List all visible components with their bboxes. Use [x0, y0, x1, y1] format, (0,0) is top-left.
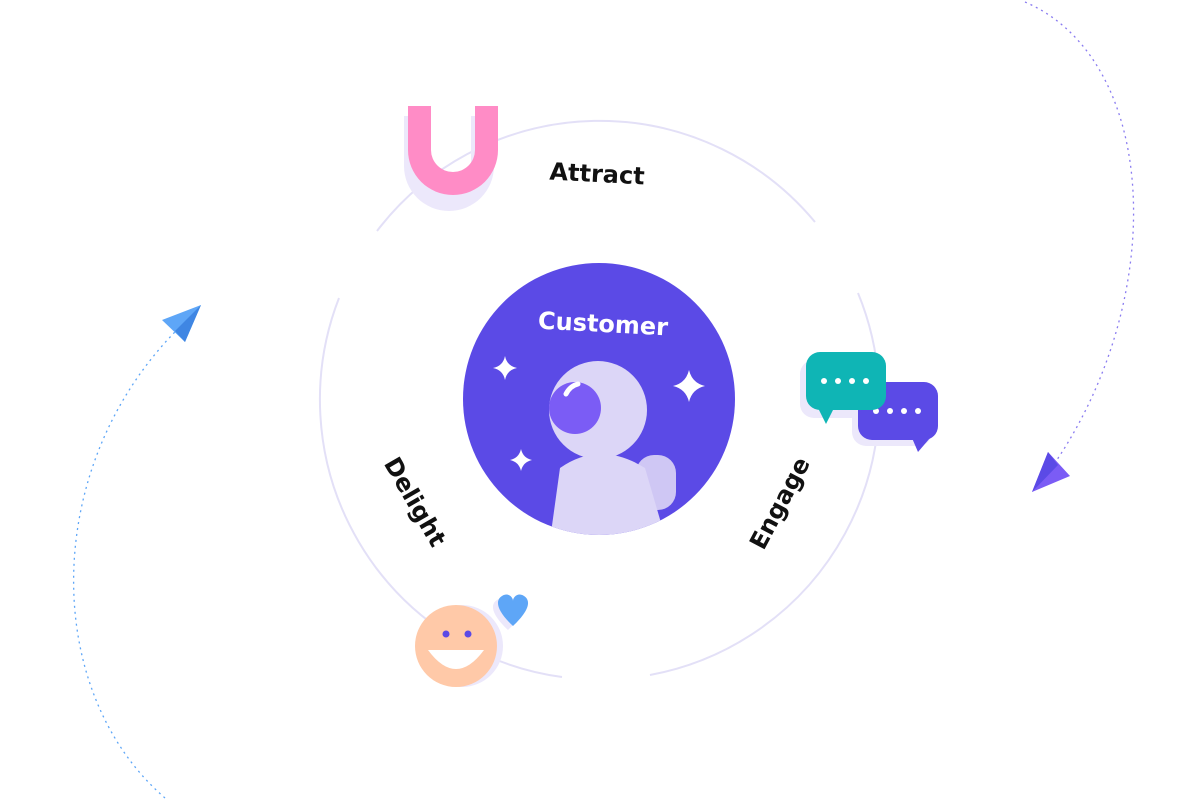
dashed-orbit-left	[72, 321, 186, 799]
dashed-orbit-right	[1024, 1, 1135, 471]
astronaut-icon	[549, 361, 676, 535]
center-label: Customer	[537, 307, 669, 342]
sparkle-icon	[673, 370, 705, 402]
customer-circle: Customer	[463, 263, 735, 535]
sparkle-icon	[510, 449, 532, 471]
stage-label-attract: Attract	[549, 158, 646, 191]
arrowhead-purple-icon	[1032, 452, 1070, 492]
magnet-icon	[404, 106, 498, 211]
arrowhead-blue-icon	[162, 305, 201, 342]
chat-bubbles-icon	[800, 352, 938, 452]
sparkle-icon	[493, 356, 517, 380]
stage-label-delight: Delight	[378, 452, 451, 551]
stage-label-engage: Engage	[744, 452, 816, 554]
smiley-heart-icon	[415, 594, 529, 687]
